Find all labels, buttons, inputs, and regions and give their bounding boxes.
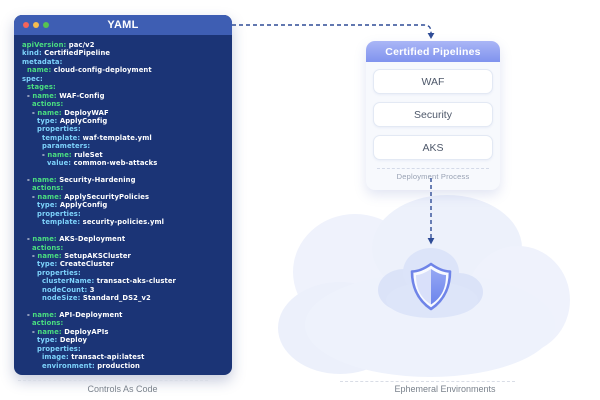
code-line: - name: WAF-Config [27, 91, 105, 100]
code-line: spec: [22, 74, 43, 83]
code-line: template: security-policies.yml [42, 218, 165, 227]
code-line: - name: DeployWAF [32, 108, 109, 117]
code-line: - name: DeployAPIs [32, 327, 109, 336]
panel-body: WAF Security AKS Deployment Process [366, 62, 500, 190]
code-line: clusterName: transact-aks-cluster [42, 277, 176, 286]
pipeline-item-waf: WAF [373, 69, 493, 94]
code-line: apiVersion: pac/v2 [22, 41, 95, 49]
certified-pipelines-panel: Certified Pipelines WAF Security AKS Dep… [366, 41, 500, 190]
code-line: properties: [37, 125, 81, 134]
code-line: - name: SetupAKSCluster [32, 251, 131, 260]
code-line: type: ApplyConfig [37, 116, 108, 125]
code-line [22, 303, 226, 311]
code-line: - name: API-Deployment [27, 311, 123, 319]
code-line: actions: [32, 319, 64, 328]
deployment-process-label: Deployment Process [396, 172, 470, 181]
code-line: actions: [32, 100, 64, 109]
arrowhead-down-bottom [427, 238, 435, 245]
code-line: nodeCount: 3 [42, 285, 95, 294]
code-line: actions: [32, 184, 64, 193]
code-line: parameters: [42, 142, 91, 151]
separator-left [18, 380, 208, 381]
code-line [22, 227, 226, 235]
code-line: type: Deploy [37, 336, 87, 345]
label-controls-as-code: Controls As Code [87, 384, 158, 394]
outer-cloud [278, 195, 570, 377]
code-line: actions: [32, 243, 64, 252]
code-line: kind: CertifiedPipeline [22, 49, 111, 58]
minimize-icon[interactable] [33, 22, 39, 28]
code-line: environment: production [42, 361, 140, 370]
separator-right [340, 381, 515, 382]
window-titlebar: YAML [14, 15, 232, 35]
code-line: - name: ApplySecurityPolicies [32, 192, 150, 201]
panel-header: Certified Pipelines [366, 41, 500, 62]
code-line: properties: [37, 209, 81, 218]
close-icon[interactable] [23, 22, 29, 28]
code-line [22, 168, 226, 176]
code-line: name: cloud-config-deployment [27, 66, 152, 75]
code-line: properties: [37, 344, 81, 353]
code-line: template: waf-template.yml [42, 133, 152, 142]
code-line: type: ApplyConfig [37, 201, 108, 210]
arrowhead-down-top [427, 33, 435, 39]
code-line: - name: Security-Hardening [27, 176, 136, 184]
code-line: - name: ruleSet [42, 150, 103, 159]
code-line: stages: [27, 83, 56, 92]
pipeline-item-security: Security [373, 102, 493, 127]
code-line: image: transact-api:latest [42, 353, 145, 362]
window-controls [23, 15, 49, 35]
maximize-icon[interactable] [43, 22, 49, 28]
shield-icon [410, 262, 452, 311]
code-line: value: common-web-attacks [47, 159, 158, 168]
code-line: nodeSize: Standard_DS2_v2 [42, 294, 151, 303]
window-title: YAML [107, 19, 139, 31]
code-line: properties: [37, 268, 81, 277]
pipeline-item-aks: AKS [373, 135, 493, 160]
panel-divider [377, 168, 489, 169]
arrow-yaml-to-pipelines [232, 24, 432, 33]
inner-cloud [378, 248, 483, 318]
label-ephemeral-environments: Ephemeral Environments [394, 384, 496, 394]
code-line: - name: AKS-Deployment [27, 235, 126, 244]
code-line: metadata: [22, 57, 63, 66]
code-line: type: CreateCluster [37, 260, 114, 269]
